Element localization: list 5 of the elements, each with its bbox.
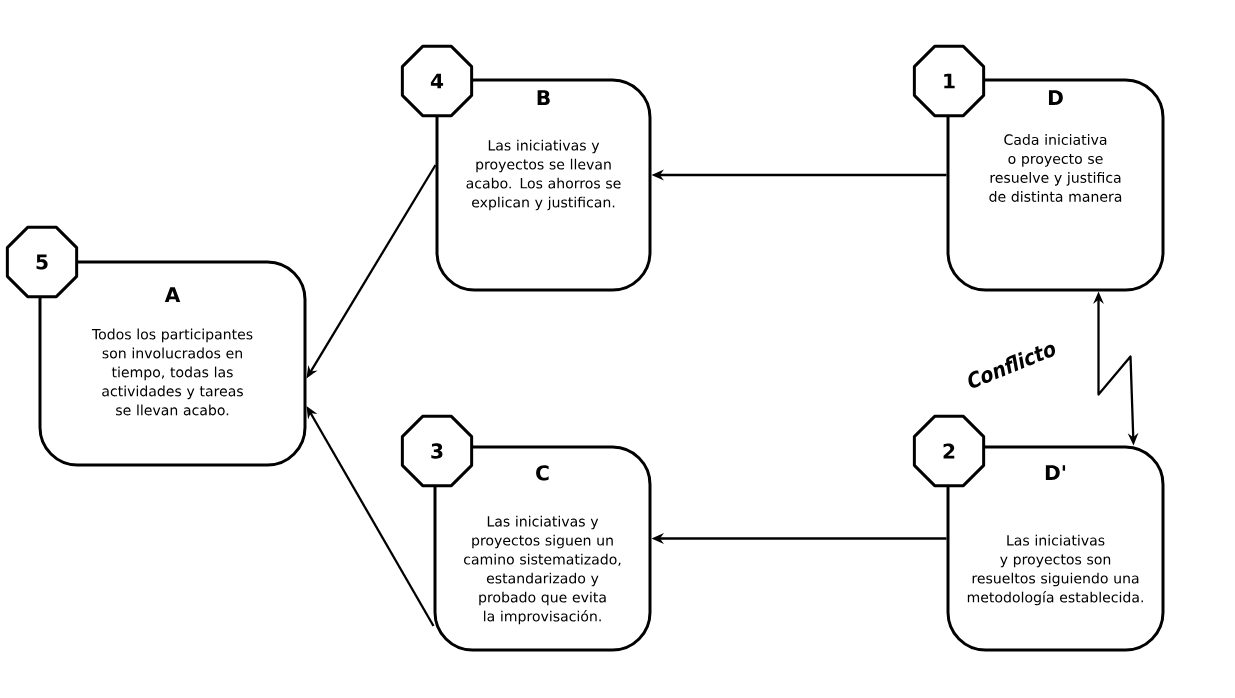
octagon-badge: 1 bbox=[912, 44, 986, 118]
octagon-badge: 4 bbox=[400, 44, 474, 118]
octagon-badge: 2 bbox=[912, 414, 986, 488]
octagon-badge: 3 bbox=[400, 414, 474, 488]
octagon-badge: 5 bbox=[5, 225, 79, 299]
